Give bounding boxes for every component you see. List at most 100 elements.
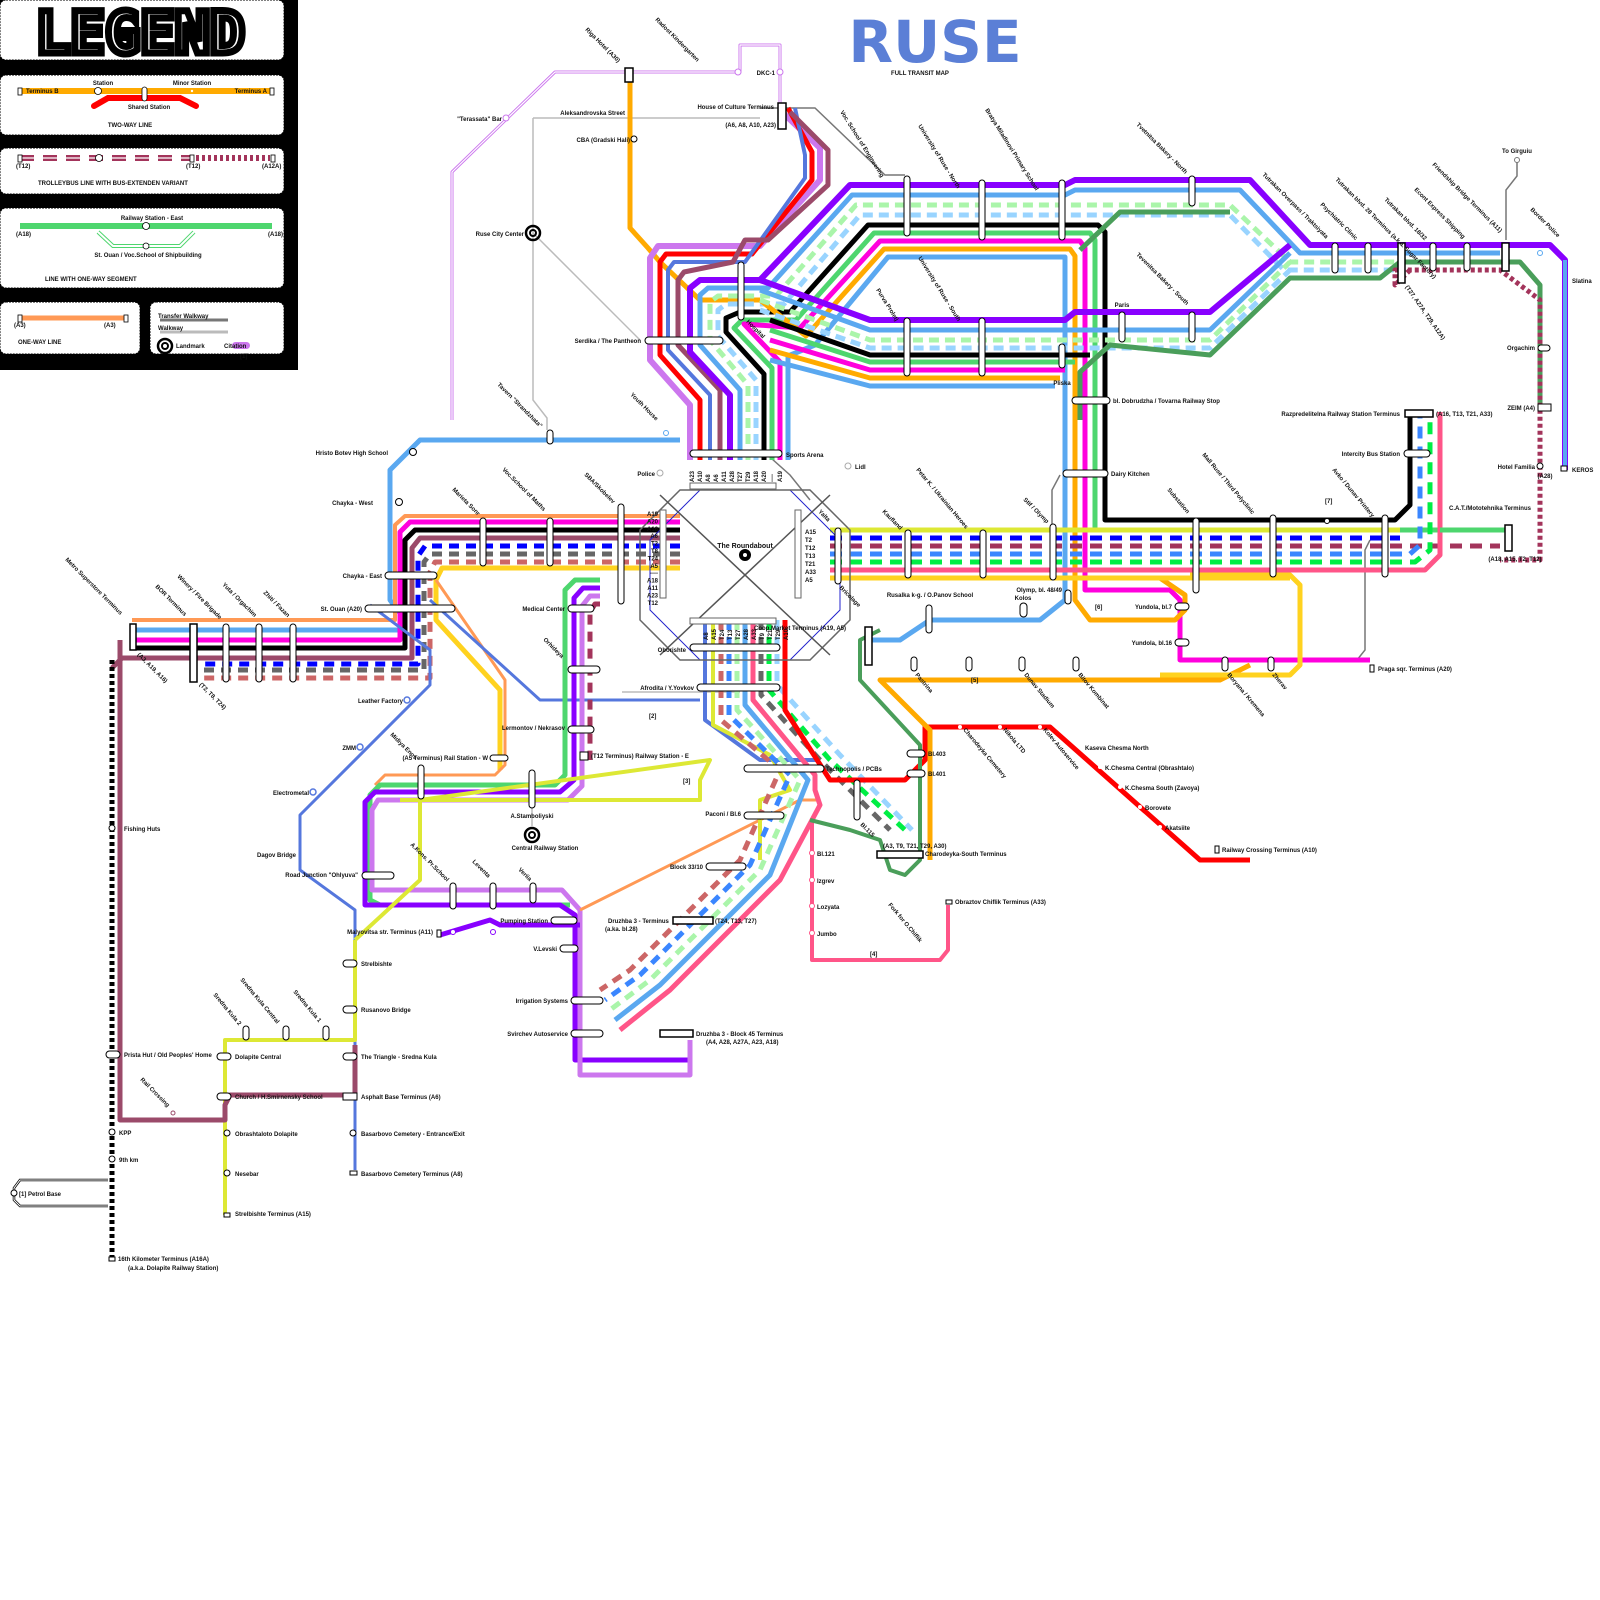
station-stamboliyski-marker[interactable]	[528, 769, 536, 809]
station-midiya-marker[interactable]	[417, 764, 425, 800]
station-police-marker[interactable]	[656, 469, 664, 477]
station-kaufland-marker[interactable]	[904, 529, 912, 579]
line-a10-red-east[interactable]	[782, 620, 1250, 863]
station-16km-marker[interactable]	[108, 1256, 116, 1262]
line-a33-pink-south[interactable]	[810, 820, 950, 962]
station-nesebar-marker[interactable]	[223, 1169, 231, 1177]
station-railway-crossing-marker[interactable]	[1214, 845, 1220, 854]
station-church-marker[interactable]	[216, 1092, 232, 1101]
station-irrigation-marker[interactable]	[570, 996, 604, 1005]
station-tutrakan-28-marker[interactable]	[1397, 242, 1406, 284]
station-sports-arena-marker[interactable]	[689, 449, 783, 458]
station-prista-marker[interactable]	[105, 1050, 121, 1059]
station-leventa-marker[interactable]	[489, 882, 497, 910]
station-veriia-marker[interactable]	[529, 882, 537, 904]
station-akatsiite-marker[interactable]	[1158, 825, 1162, 829]
station-psychiatric-marker[interactable]	[1364, 242, 1372, 274]
station-dolapite-central-marker[interactable]	[216, 1052, 232, 1061]
station-leather-marker[interactable]	[403, 696, 411, 704]
station-sredna-kula1-marker[interactable]	[322, 1025, 330, 1041]
line-a6-maroon[interactable]	[675, 110, 831, 460]
station-dunav-stadium-marker[interactable]	[1018, 656, 1026, 672]
station-avko-marker[interactable]	[1381, 514, 1389, 578]
station-cat-marker[interactable]	[1504, 524, 1513, 552]
station-block33-marker[interactable]	[705, 862, 747, 871]
station-bl-dobrudzha-marker[interactable]	[1071, 396, 1111, 405]
station-terassata-marker[interactable]	[502, 114, 510, 122]
station-youth-house-marker[interactable]	[663, 430, 669, 436]
station-boryana-marker[interactable]	[1221, 656, 1229, 672]
line-t8-gray-dashed[interactable]	[200, 551, 680, 673]
station-rusalka-marker[interactable]	[925, 604, 933, 634]
station-afrodita-marker[interactable]	[696, 683, 781, 692]
station-izgrev-marker[interactable]	[809, 877, 815, 883]
station-fishing-huts-marker[interactable]	[108, 824, 116, 832]
station-bitov-marker[interactable]	[1072, 656, 1080, 672]
station-charodeyka-south-marker[interactable]	[876, 850, 924, 859]
station-technopolis-marker[interactable]	[743, 764, 825, 773]
station-kchesma-south-marker[interactable]	[1118, 785, 1122, 789]
line-a23-lilac[interactable]	[647, 109, 823, 460]
line-a11-malyovitsa[interactable]	[439, 917, 580, 938]
station-bor-marker[interactable]	[189, 623, 198, 683]
line-a18-green[interactable]	[731, 230, 1440, 533]
line-a11-violet-south[interactable]	[362, 585, 693, 1063]
station-electrometal-marker[interactable]	[309, 788, 317, 796]
station-lidl-marker[interactable]	[844, 462, 852, 470]
station-kaseva-marker[interactable]	[1078, 745, 1082, 749]
station-t12-terminus-marker[interactable]	[579, 751, 589, 761]
station-hristo-botev-marker[interactable]	[409, 448, 417, 456]
line-t27-palegreen[interactable]	[707, 202, 1400, 460]
station-medical-center-marker[interactable]	[567, 604, 595, 613]
station-st-ouan-marker[interactable]	[364, 604, 456, 613]
line-a4-darkgreen[interactable]	[1077, 259, 1543, 420]
station-razpredelitelna-marker[interactable]	[1404, 409, 1434, 418]
station-univ-south-marker[interactable]	[978, 317, 986, 377]
station-keros-marker[interactable]	[1560, 465, 1568, 472]
station-a-kons-marker[interactable]	[449, 882, 457, 910]
station-tvetnitsa-north-marker[interactable]	[1188, 175, 1196, 207]
station-bl121-marker[interactable]	[809, 850, 815, 856]
station-lozyata-marker[interactable]	[809, 903, 815, 909]
station-obrashtaloto-marker[interactable]	[223, 1129, 231, 1137]
line-a10-red[interactable]	[657, 106, 815, 460]
station-bratya-marker[interactable]	[1058, 179, 1066, 241]
station-metro-marker[interactable]	[129, 623, 137, 651]
line-t2-blue-dashed[interactable]	[200, 543, 680, 667]
station-yuta-marker[interactable]	[255, 623, 263, 683]
station-hotel-familia-marker[interactable]	[1536, 462, 1544, 470]
station-bl115-marker[interactable]	[853, 779, 861, 821]
station-a5-terminus-marker[interactable]	[489, 754, 509, 762]
station-radost-marker[interactable]	[734, 68, 742, 76]
station-obraztsov-marker[interactable]	[945, 899, 953, 905]
line-a5-yellow[interactable]	[433, 565, 680, 770]
station-substation-marker[interactable]	[1192, 517, 1200, 594]
station-basarbovo-entrance-marker[interactable]	[349, 1129, 357, 1137]
line-a19-orange-east[interactable]	[758, 246, 1188, 623]
station-intercity-marker[interactable]	[1403, 449, 1431, 458]
station-kpp-marker[interactable]	[108, 1128, 116, 1136]
station-chayka-west-marker[interactable]	[395, 498, 403, 506]
line-a33-east[interactable]	[830, 412, 1443, 573]
station-petar-marker[interactable]	[979, 529, 987, 579]
station-tutrakan-overpass-marker[interactable]	[1331, 242, 1339, 274]
station-sredna-kula2-marker[interactable]	[242, 1025, 250, 1041]
line-a16-black[interactable]	[723, 222, 1413, 523]
station-stif-marker[interactable]	[1049, 523, 1057, 581]
station-bl403-marker[interactable]	[906, 749, 926, 758]
station-cba-marker[interactable]	[630, 135, 638, 143]
line-a15-lime[interactable]	[353, 758, 712, 942]
station-zhiti-marker[interactable]	[289, 623, 297, 683]
station-dairy-kitchen-marker[interactable]	[1062, 469, 1109, 478]
station-nikola-marker[interactable]	[998, 725, 1002, 729]
station-yundola7-marker[interactable]	[1174, 602, 1190, 611]
line-t13-east[interactable]	[830, 412, 1423, 557]
station-mall-marker[interactable]	[1269, 514, 1277, 578]
station-kolos-marker[interactable]	[1019, 602, 1028, 618]
station-oborishte-marker[interactable]	[689, 643, 781, 652]
line-blue-north[interactable]	[697, 187, 1500, 460]
station-jumbo-marker[interactable]	[809, 930, 815, 936]
line-a12a-dotted[interactable]	[1392, 267, 1543, 563]
station-praga-marker[interactable]	[1369, 664, 1375, 673]
station-charodeyka-cemetery-marker[interactable]	[958, 725, 962, 729]
